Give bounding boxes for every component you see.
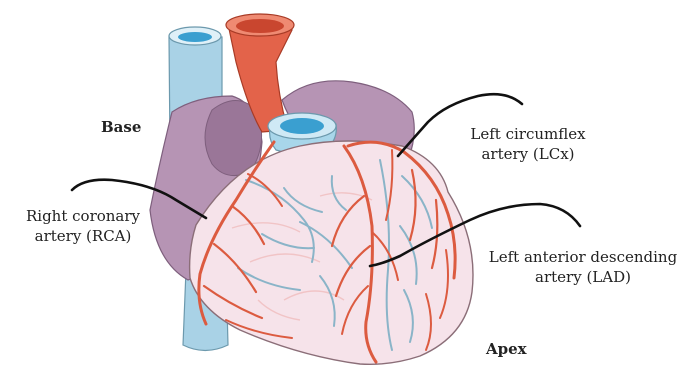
apex-label: Apex	[486, 339, 527, 359]
lcx-label: Left circumflex artery (LCx)	[458, 124, 598, 164]
lad-label-line-2: artery (LAD)	[476, 267, 690, 287]
aorta-lumen	[236, 19, 284, 33]
rca-label-line-2: artery (RCA)	[8, 226, 158, 246]
base-label: Base	[101, 117, 141, 137]
rca-label-line-1: Right coronary	[8, 206, 158, 226]
lad-label: Left anterior descending artery (LAD)	[476, 247, 690, 287]
lcx-label-line-1: Left circumflex	[458, 124, 598, 144]
rca-label: Right coronary artery (RCA)	[8, 206, 158, 246]
lcx-label-line-2: artery (LCx)	[458, 144, 598, 164]
pulmonary-trunk-lumen	[280, 118, 324, 134]
superior-vena-cava-lumen	[178, 32, 212, 42]
lad-label-line-1: Left anterior descending	[476, 247, 690, 267]
